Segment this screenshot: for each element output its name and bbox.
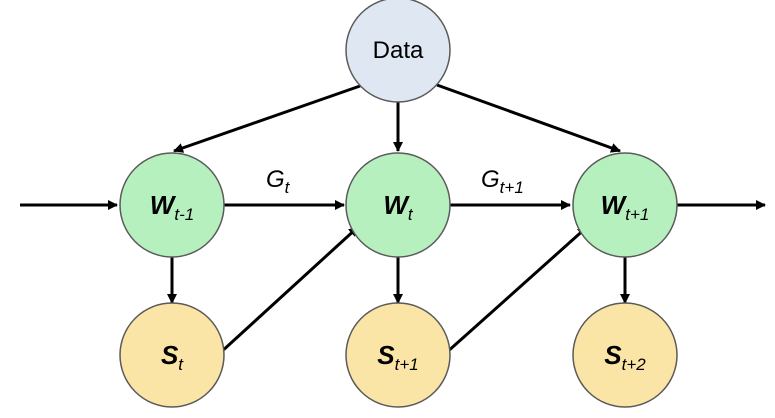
node-w-curr: Wt: [345, 152, 451, 258]
node-data-circle: [345, 0, 451, 103]
node-s-t-circle: [119, 302, 225, 408]
node-data: Data: [345, 0, 451, 103]
node-w-prev: Wt-1: [119, 152, 225, 258]
node-w-curr-circle: [345, 152, 451, 258]
node-w-next: Wt+1: [572, 152, 678, 258]
node-w-prev-circle: [119, 152, 225, 258]
node-data-label: Data: [373, 37, 424, 64]
edge-s-t-to-w-curr: [218, 225, 360, 355]
node-w-next-circle: [572, 152, 678, 258]
node-w-prev-label: Wt-1: [150, 190, 194, 224]
node-s-t1-label: St+1: [377, 340, 418, 374]
node-s-t2: St+2: [572, 302, 678, 408]
edge-s-t1-to-w-next: [445, 225, 588, 355]
edges: [20, 83, 766, 355]
node-w-curr-label: Wt: [383, 190, 414, 224]
edge-data-to-w-prev: [173, 84, 361, 153]
node-w-next-label: Wt+1: [601, 190, 650, 224]
node-s-t1: St+1: [345, 302, 451, 408]
node-s-t: St: [119, 302, 225, 408]
edge-label-g-t1: Gt+1: [481, 166, 524, 197]
edge-label-g-t: Gt: [266, 166, 291, 197]
node-s-t1-circle: [345, 302, 451, 408]
node-s-t2-label: St+2: [604, 340, 646, 374]
node-s-t2-circle: [572, 302, 678, 408]
node-s-t-label: St: [161, 340, 184, 374]
edge-data-to-w-next: [436, 83, 621, 153]
